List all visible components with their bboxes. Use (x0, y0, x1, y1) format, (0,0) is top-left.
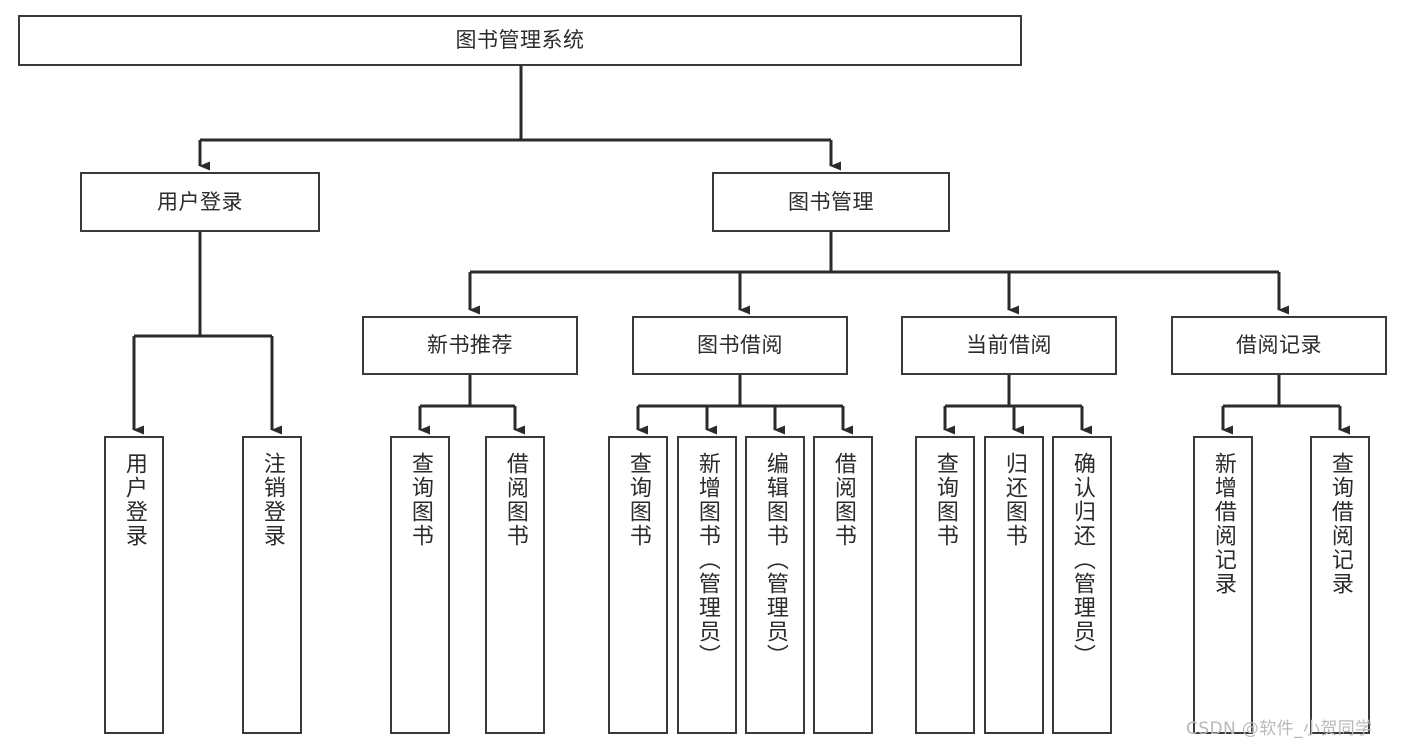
node-label: 用户登录 (157, 189, 243, 214)
node-leaf-query-borrow-record[interactable]: 查询借阅记录 (1310, 436, 1370, 734)
node-label: 借阅图书 (502, 452, 528, 548)
node-label: 查询图书 (625, 452, 651, 548)
node-user-login[interactable]: 用户登录 (80, 172, 320, 232)
node-leaf-confirm-return-admin[interactable]: 确认归还（管理员） (1052, 436, 1112, 734)
node-label: 注销登录 (259, 452, 285, 548)
node-label: 图书借阅 (697, 333, 783, 358)
node-label: 新增借阅记录 (1210, 452, 1236, 596)
node-label: 借阅图书 (830, 452, 856, 548)
node-label: 确认归还（管理员） (1069, 452, 1095, 668)
node-root-book-management-system[interactable]: 图书管理系统 (18, 15, 1022, 66)
node-leaf-borrow-book-recommend[interactable]: 借阅图书 (485, 436, 545, 734)
node-label: 图书管理系统 (455, 28, 585, 53)
node-label: 查询借阅记录 (1327, 452, 1353, 596)
node-book-borrow[interactable]: 图书借阅 (632, 316, 848, 375)
node-label: 新书推荐 (427, 333, 513, 358)
node-label: 查询图书 (932, 452, 958, 548)
node-leaf-query-book-current[interactable]: 查询图书 (915, 436, 975, 734)
node-leaf-edit-book-admin[interactable]: 编辑图书（管理员） (745, 436, 805, 734)
node-label: 归还图书 (1001, 452, 1027, 548)
csdn-watermark: CSDN @软件_小贺同学 (1186, 719, 1373, 739)
node-leaf-return-book[interactable]: 归还图书 (984, 436, 1044, 734)
node-leaf-add-book-admin[interactable]: 新增图书（管理员） (677, 436, 737, 734)
node-new-book-recommend[interactable]: 新书推荐 (362, 316, 578, 375)
node-label: 图书管理 (788, 189, 874, 214)
node-label: 新增图书（管理员） (694, 452, 720, 668)
node-label: 用户登录 (121, 452, 147, 548)
node-label: 查询图书 (407, 452, 433, 548)
node-leaf-query-book-recommend[interactable]: 查询图书 (390, 436, 450, 734)
node-leaf-logout-login[interactable]: 注销登录 (242, 436, 302, 734)
node-label: 借阅记录 (1236, 333, 1322, 358)
node-leaf-add-borrow-record[interactable]: 新增借阅记录 (1193, 436, 1253, 734)
node-leaf-query-book-borrow[interactable]: 查询图书 (608, 436, 668, 734)
node-borrow-record[interactable]: 借阅记录 (1171, 316, 1387, 375)
node-label: 编辑图书（管理员） (762, 452, 788, 668)
node-current-borrow[interactable]: 当前借阅 (901, 316, 1117, 375)
node-label: 当前借阅 (966, 333, 1052, 358)
node-book-management[interactable]: 图书管理 (712, 172, 950, 232)
node-leaf-user-login[interactable]: 用户登录 (104, 436, 164, 734)
node-leaf-borrow-book[interactable]: 借阅图书 (813, 436, 873, 734)
